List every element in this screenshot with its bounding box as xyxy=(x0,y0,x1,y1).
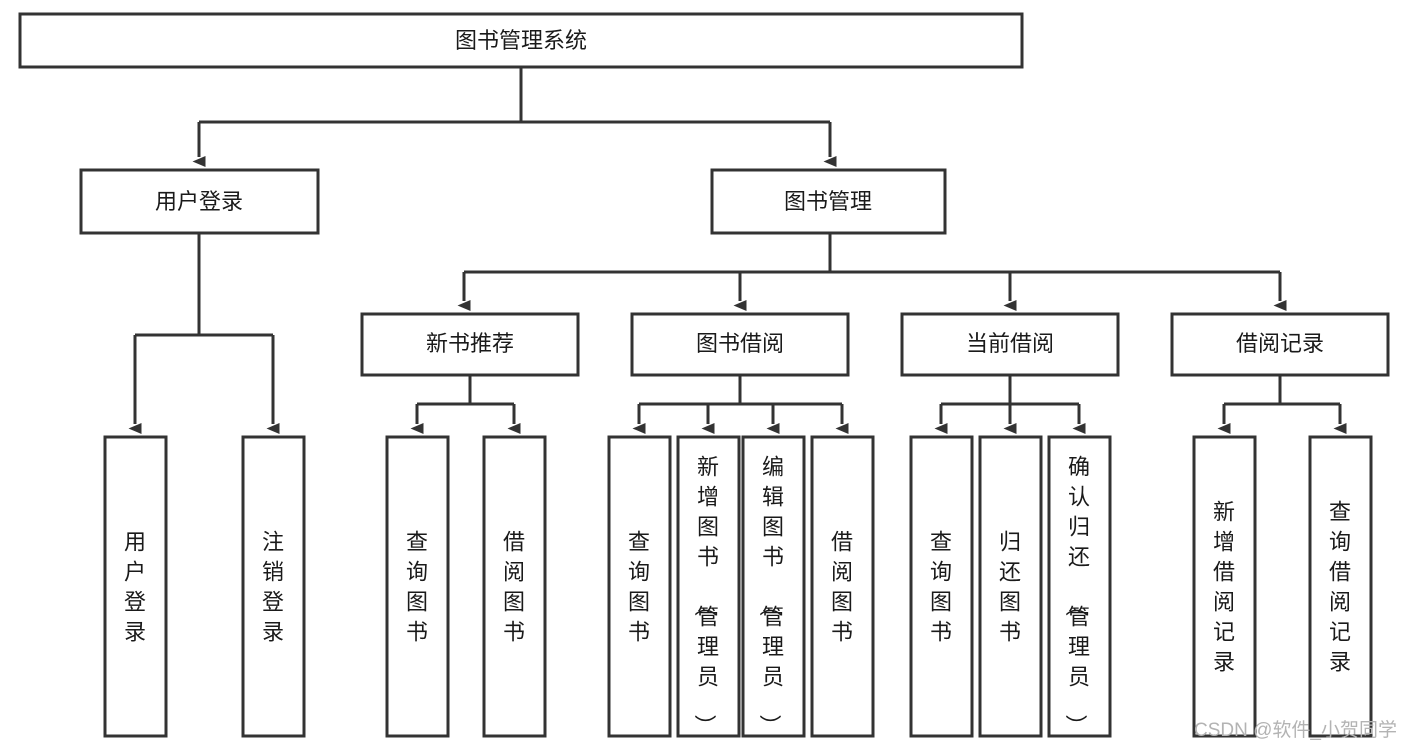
node-current-borrow[interactable]: 当前借阅 xyxy=(900,312,1120,377)
node-leaf-return-book[interactable]: 归还图书 xyxy=(978,435,1043,738)
leaf-add-book-label: 新增图书（管理员） xyxy=(692,454,719,736)
leaf-nodes-layer: 用户登录 注销登录 查询图书 借阅图书 查询图书 新增图书（管理员） 编辑图书（… xyxy=(103,435,1373,738)
node-leaf-borrow-book-2[interactable]: 借阅图书 xyxy=(810,435,875,738)
book-borrow-label: 图书借阅 xyxy=(696,331,784,356)
leaf-user-login-box[interactable] xyxy=(103,435,168,738)
node-root[interactable]: 图书管理系统 xyxy=(18,12,1024,69)
leaf-query-book-2-label: 查询图书 xyxy=(628,529,650,644)
user-login-label: 用户登录 xyxy=(155,189,243,214)
leaf-user-logout-label: 注销登录 xyxy=(262,529,284,644)
node-leaf-query-book-2[interactable]: 查询图书 xyxy=(607,435,672,738)
node-leaf-query-book-1[interactable]: 查询图书 xyxy=(385,435,450,738)
leaf-user-login-label: 用户登录 xyxy=(124,529,146,644)
connector-layer xyxy=(128,67,1347,434)
leaf-add-record-box[interactable] xyxy=(1192,435,1257,738)
leaf-query-book-2-box[interactable] xyxy=(607,435,672,738)
node-leaf-add-book[interactable]: 新增图书（管理员） xyxy=(676,435,741,738)
node-leaf-add-record[interactable]: 新增借阅记录 xyxy=(1192,435,1257,738)
leaf-return-book-box[interactable] xyxy=(978,435,1043,738)
leaf-query-book-3-label: 查询图书 xyxy=(930,529,952,644)
leaf-borrow-book-1-label: 借阅图书 xyxy=(503,529,525,644)
borrow-record-box[interactable] xyxy=(1170,312,1390,377)
leaf-user-logout-box[interactable] xyxy=(241,435,306,738)
node-leaf-query-book-3[interactable]: 查询图书 xyxy=(909,435,974,738)
node-leaf-user-logout[interactable]: 注销登录 xyxy=(241,435,306,738)
leaf-add-book-box[interactable] xyxy=(676,435,741,738)
leaf-confirm-return-box[interactable] xyxy=(1047,435,1112,738)
leaf-add-record-label: 新增借阅记录 xyxy=(1213,499,1235,674)
leaf-query-record-box[interactable] xyxy=(1308,435,1373,738)
new-book-recommend-box[interactable] xyxy=(360,312,580,377)
leaf-borrow-book-2-label: 借阅图书 xyxy=(831,529,853,644)
node-leaf-confirm-return[interactable]: 确认归还（管理员） xyxy=(1047,435,1112,738)
node-leaf-user-login[interactable]: 用户登录 xyxy=(103,435,168,738)
node-book-management[interactable]: 图书管理 xyxy=(710,168,947,235)
node-leaf-borrow-book-1[interactable]: 借阅图书 xyxy=(482,435,547,738)
user-login-box[interactable] xyxy=(79,168,320,235)
new-book-recommend-label: 新书推荐 xyxy=(426,331,514,356)
leaf-edit-book-label: 编辑图书（管理员） xyxy=(757,454,784,736)
leaf-query-book-1-box[interactable] xyxy=(385,435,450,738)
root-label: 图书管理系统 xyxy=(455,28,587,53)
node-leaf-edit-book[interactable]: 编辑图书（管理员） xyxy=(741,435,806,738)
borrow-record-label: 借阅记录 xyxy=(1236,331,1324,356)
book-management-box[interactable] xyxy=(710,168,947,235)
node-leaf-query-record[interactable]: 查询借阅记录 xyxy=(1308,435,1373,738)
root-box[interactable] xyxy=(18,12,1024,69)
node-user-login[interactable]: 用户登录 xyxy=(79,168,320,235)
leaf-query-book-3-box[interactable] xyxy=(909,435,974,738)
node-book-borrow[interactable]: 图书借阅 xyxy=(630,312,850,377)
node-borrow-record[interactable]: 借阅记录 xyxy=(1170,312,1390,377)
book-borrow-box[interactable] xyxy=(630,312,850,377)
leaf-return-book-label: 归还图书 xyxy=(999,529,1021,644)
current-borrow-box[interactable] xyxy=(900,312,1120,377)
leaf-confirm-return-label: 确认归还（管理员） xyxy=(1063,454,1090,736)
leaf-borrow-book-2-box[interactable] xyxy=(810,435,875,738)
leaf-edit-book-box[interactable] xyxy=(741,435,806,738)
leaf-borrow-book-1-box[interactable] xyxy=(482,435,547,738)
leaf-query-record-label: 查询借阅记录 xyxy=(1329,499,1351,674)
leaf-query-book-1-label: 查询图书 xyxy=(406,529,428,644)
node-new-book-recommend[interactable]: 新书推荐 xyxy=(360,312,580,377)
current-borrow-label: 当前借阅 xyxy=(966,331,1054,356)
book-management-label: 图书管理 xyxy=(784,189,872,214)
